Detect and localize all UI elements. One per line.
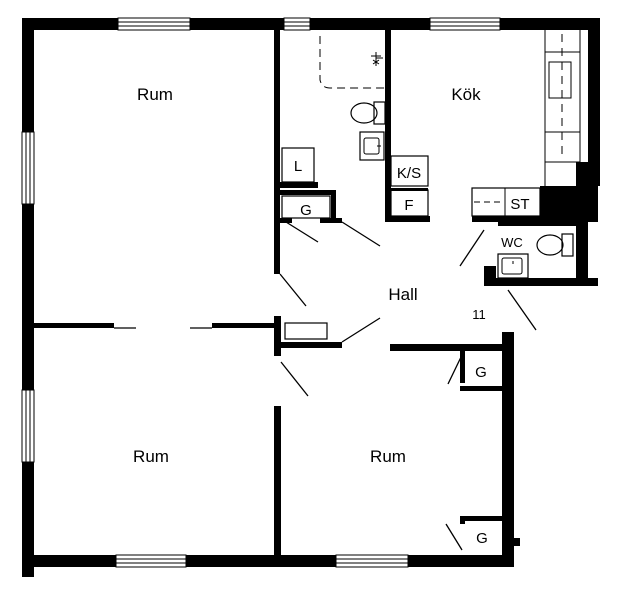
wall-top-mid2 xyxy=(310,18,430,30)
wall-hall-bottom xyxy=(390,344,514,351)
room-label-rum-bottom-right: Rum xyxy=(370,447,406,466)
windows xyxy=(21,17,501,568)
door-swing-wardrobe-lower xyxy=(445,523,463,551)
wall-bath-kitchen xyxy=(385,30,391,222)
door-swing-wardrobe-upper xyxy=(447,354,463,385)
wall-step xyxy=(510,278,598,286)
closet-bottom xyxy=(320,218,342,223)
wall-left-mid xyxy=(22,204,34,390)
closet-bottom-left xyxy=(280,218,292,223)
fixture-label-wc: WC xyxy=(501,235,523,250)
wall-right-wc xyxy=(576,222,588,284)
door-swing-entrance xyxy=(507,289,537,331)
shower-curtain-dashed xyxy=(319,36,385,89)
closet-side-right xyxy=(331,190,336,222)
storage-block xyxy=(540,186,598,222)
door-swing-wc xyxy=(459,229,485,267)
wall-bottom-right xyxy=(408,555,514,567)
wc-sink-icon xyxy=(497,253,529,279)
wall-top-right xyxy=(500,18,600,30)
door-swing-bench xyxy=(341,317,381,343)
window-left-1 xyxy=(21,131,35,205)
window-top-3 xyxy=(429,17,501,31)
door-swing-bedroom-top xyxy=(279,273,307,307)
fixture-label-freezer: F xyxy=(404,197,413,214)
entrance-number: 11 xyxy=(472,307,486,322)
bathroom-sink-icon xyxy=(359,131,385,161)
labels: Rum Kök Hall Rum Rum L G K/S F ST WC G G… xyxy=(133,85,530,547)
room-label-rum-top-left: Rum xyxy=(137,85,173,104)
room-label-hall: Hall xyxy=(388,285,417,304)
fixture-label-wardrobe-hall: G xyxy=(300,202,312,219)
bathroom-toilet-icon xyxy=(350,101,386,125)
wall-top-left xyxy=(22,18,118,30)
room-label-rum-bottom-left: Rum xyxy=(133,447,169,466)
wall-bottom-mid xyxy=(186,555,336,567)
wall-top-mid xyxy=(190,18,284,30)
wall-bottom-left xyxy=(22,555,116,567)
window-top-2 xyxy=(283,17,311,31)
room-label-kok: Kök xyxy=(451,85,481,104)
wall-bedroom-bath xyxy=(274,30,280,274)
wall-rooms-left-b xyxy=(212,323,280,328)
fixtures xyxy=(281,30,581,340)
wc-bottom-wall xyxy=(484,278,514,286)
window-bottom-1 xyxy=(115,554,187,568)
fixture-label-linen: L xyxy=(294,158,302,175)
hall-bench-box xyxy=(284,322,328,340)
closet-divider-2 xyxy=(280,190,336,195)
window-bottom-2 xyxy=(335,554,409,568)
closet-divider-1 xyxy=(280,182,318,188)
wardrobe-upper-wall-top xyxy=(460,351,465,383)
wardrobe-upper-wall-bottom xyxy=(460,386,502,391)
wardrobe-hall-box xyxy=(281,195,331,219)
wall-hall-left-lower xyxy=(274,406,281,556)
door-swing-bath xyxy=(341,221,381,247)
fridge-box xyxy=(390,155,429,187)
door-swing-closet-g xyxy=(285,221,319,243)
fixture-label-storage: ST xyxy=(510,196,529,213)
fixture-label-wardrobe-lower: G xyxy=(476,530,488,547)
wardrobe-lower-wall-side xyxy=(460,516,465,524)
wall-left-bottom xyxy=(22,462,34,577)
linen-closet-box xyxy=(281,147,315,183)
wall-hall-left-upper xyxy=(274,316,281,356)
wall-left-top xyxy=(22,18,34,132)
storage-cabinet-box xyxy=(471,187,541,217)
wardrobe-lower-wall-top xyxy=(460,516,502,521)
fixture-label-wardrobe-upper: G xyxy=(475,364,487,381)
door-swings xyxy=(114,221,537,551)
wall-right-top xyxy=(588,18,600,186)
wall-rooms-left-a xyxy=(34,323,114,328)
window-top-1 xyxy=(117,17,191,31)
wc-toilet-icon xyxy=(536,233,574,257)
kitchen-counter xyxy=(544,30,581,186)
wall-right-bottom xyxy=(502,332,514,567)
outer-walls xyxy=(22,18,600,577)
door-stub-right xyxy=(512,538,520,546)
freezer-box xyxy=(390,189,429,217)
storage-block-top xyxy=(576,162,598,186)
window-left-2 xyxy=(21,389,35,463)
shower-drain-icon xyxy=(371,52,383,66)
interior-walls xyxy=(34,30,598,556)
fixture-label-fridge: K/S xyxy=(397,165,421,182)
wc-top-wall xyxy=(498,222,580,226)
cabinet-f-frame-bottom xyxy=(385,216,430,222)
hall-bench-wall xyxy=(280,342,342,348)
door-swing-bedroom-bottom xyxy=(280,361,309,397)
st-bottom-wall xyxy=(472,216,542,222)
